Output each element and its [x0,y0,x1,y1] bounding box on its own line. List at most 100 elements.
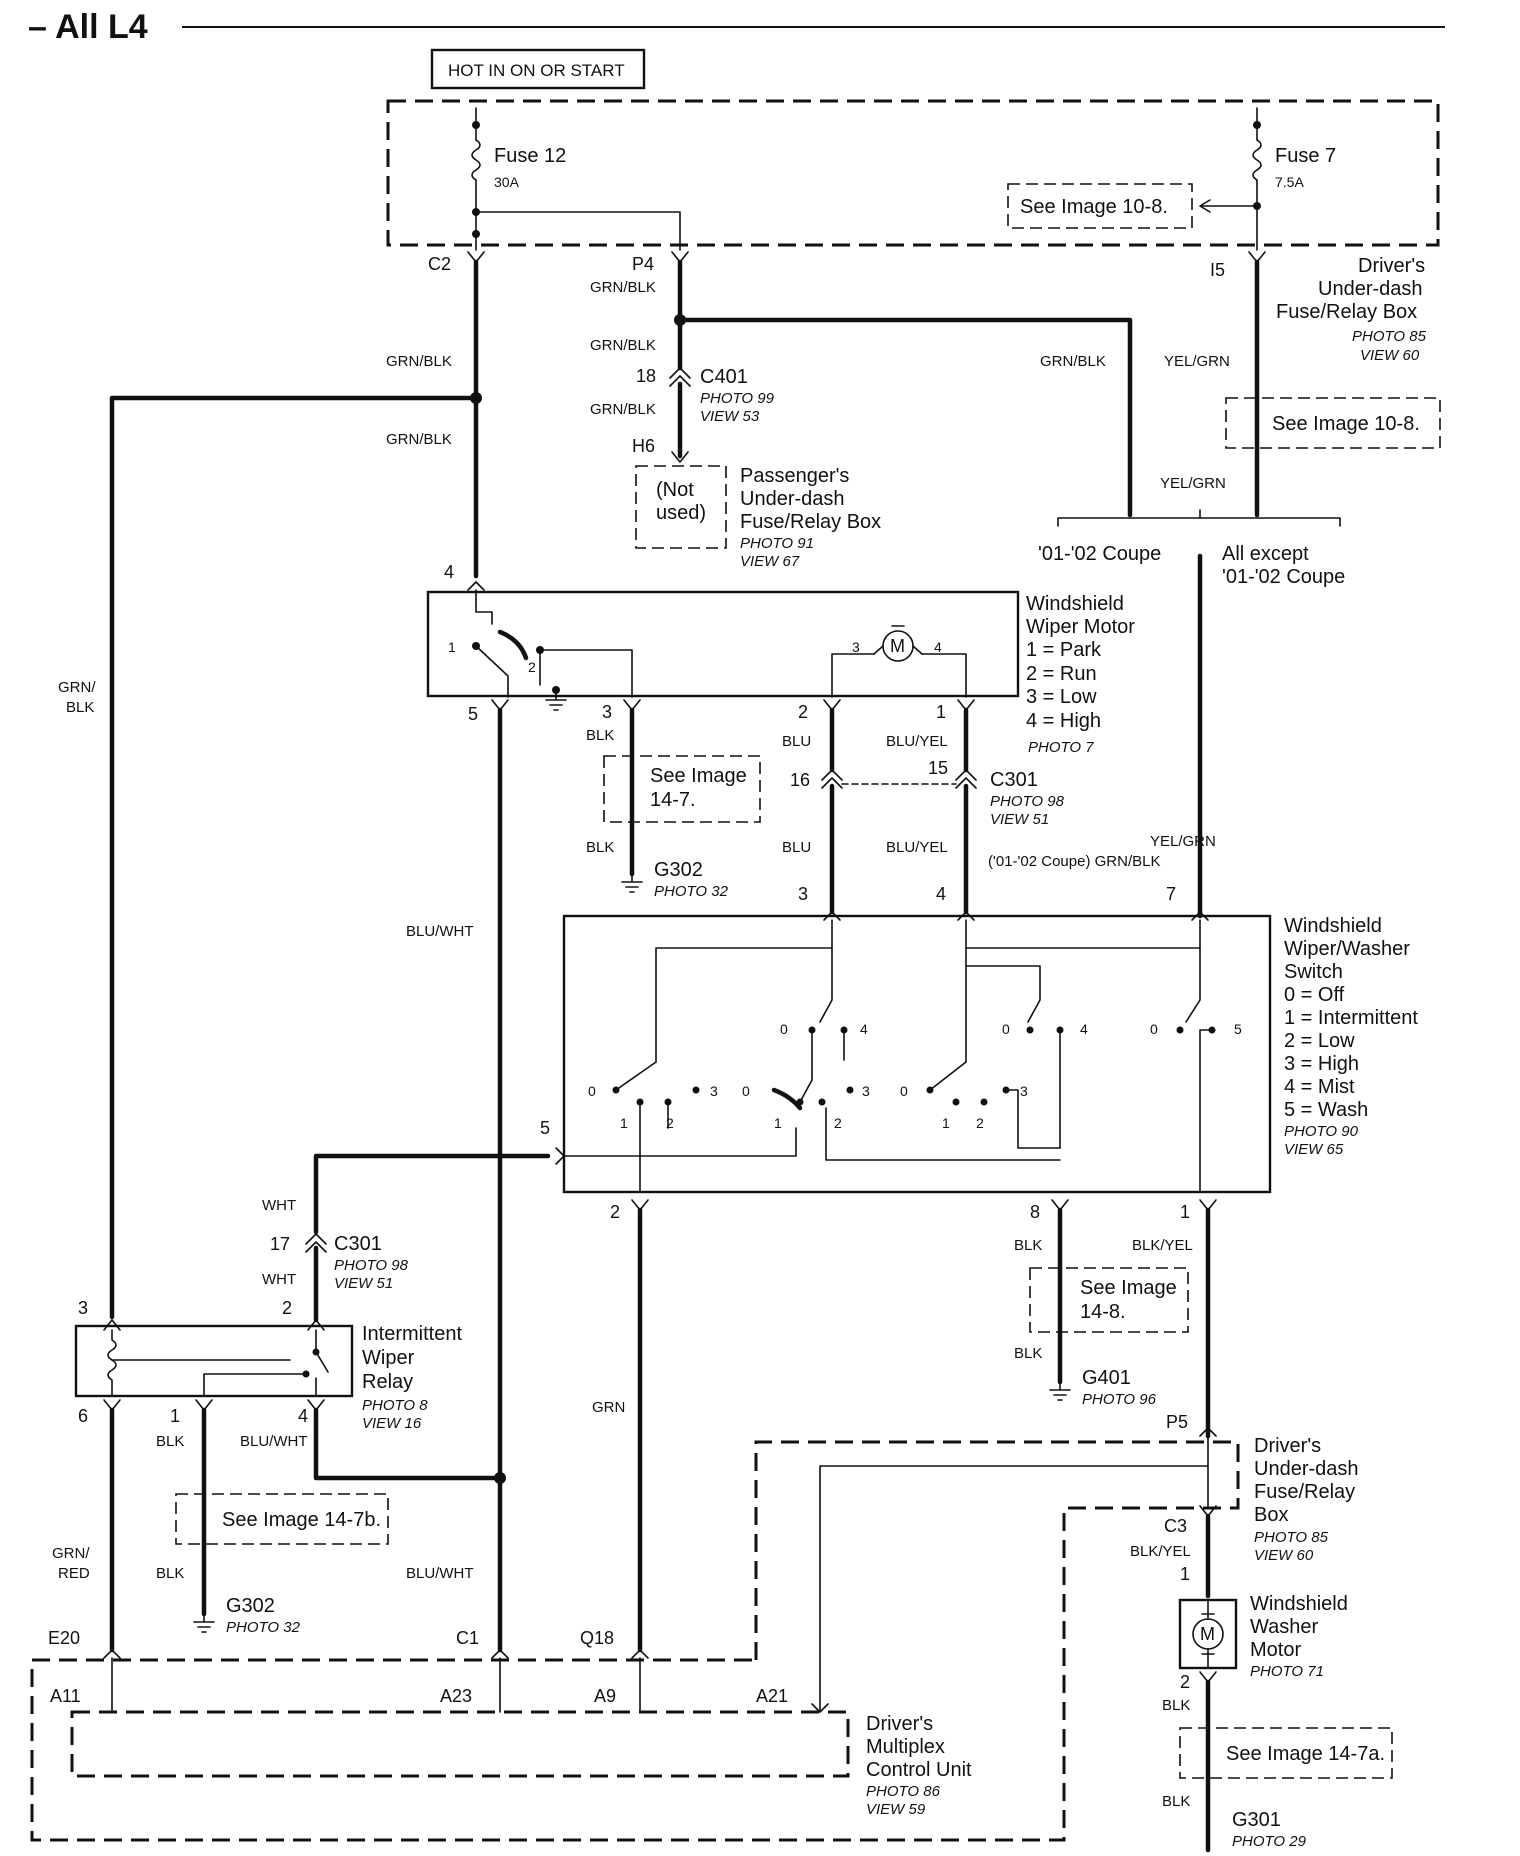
fuse7-ref-arrow [1199,199,1258,213]
connector-s7 [1191,911,1209,921]
connector-q18 [631,1649,649,1659]
wc-wm-a: BLK [1162,1697,1190,1714]
sw-f1: 1 [942,1115,950,1131]
pin-switch-1: 1 [1180,1202,1190,1222]
g401-photo: PHOTO 96 [1082,1391,1157,1408]
pin-relay-3: 3 [78,1298,88,1318]
connector-c401 [669,367,691,387]
g302a-photo: PHOTO 32 [654,883,729,900]
connector-c301-17 [305,1233,327,1253]
wiper-motor-l2: Wiper Motor [1026,616,1135,638]
passenger-box-l3: Fuse/Relay Box [740,511,881,533]
pin-switch-2: 2 [610,1202,620,1222]
c301-top-view: VIEW 51 [990,811,1049,828]
g302b-ground-sym [193,1613,215,1633]
mcu-photo: PHOTO 86 [866,1783,941,1800]
fuse12-symbol [471,139,481,181]
pin-c301-17: 17 [270,1234,290,1254]
driver-box-top-l3: Fuse/Relay Box [1276,301,1417,323]
passenger-box-l1: Passenger's [740,465,849,487]
wiper-motor-s2: 2 = Run [1026,663,1097,685]
ref-14-7-box [603,755,761,823]
sw-e3: 3 [862,1083,870,1099]
driver-box-top-l1: Driver's [1358,255,1425,277]
sw-c5: 5 [1234,1021,1242,1037]
switch-l3: Switch [1284,961,1343,983]
g302b-photo: PHOTO 32 [226,1619,301,1636]
hot-label-box [430,48,646,90]
driver-box-top-l2: Under-dash [1318,278,1423,300]
option-bracket [1057,509,1341,527]
wc-p4-c: GRN/BLK [590,401,656,418]
pin-i5: I5 [1210,260,1225,280]
branch-except-2: '01-'02 Coupe [1222,566,1345,588]
fuse7-rating: 7.5A [1275,174,1304,190]
mcu-view: VIEW 59 [866,1801,926,1818]
driver-box-top-view: VIEW 60 [1360,347,1420,364]
wc-wm-b: BLK [1162,1793,1190,1810]
wire-switch-5-wht [313,1153,551,1323]
g302a-name: G302 [654,859,703,881]
connector-c1 [491,1649,509,1659]
wc-grn-red-1: GRN/ [52,1545,90,1562]
switch-bus-top [655,919,833,1063]
wc-p4-b: GRN/BLK [590,337,656,354]
washer-motor-l1: Windshield [1250,1593,1348,1615]
driver-box-low-l2: Under-dash [1254,1458,1359,1480]
wc-r4: BLU/WHT [240,1433,308,1450]
ref-10-8a: See Image 10-8. [1020,196,1168,218]
wire-p4-to-coupe [677,317,1133,518]
connector-r2 [307,1319,325,1331]
driver-fuse-box-low [30,1440,1240,1842]
switch-s2: 2 = Low [1284,1030,1355,1052]
connector-p5 [1199,1427,1217,1437]
pin-a23: A23 [440,1686,472,1706]
wc-m1-a: BLU/YEL [886,733,948,750]
motor-park-switch [475,645,509,698]
c401-view: VIEW 53 [700,408,760,425]
washer-brushes [1201,1599,1215,1669]
pin-a21: A21 [756,1686,788,1706]
washer-motor-l3: Motor [1250,1639,1301,1661]
switch-l1: Windshield [1284,915,1382,937]
sw-e2: 2 [834,1115,842,1131]
sw-d0: 0 [588,1083,596,1099]
ref-14-8-box [1029,1267,1189,1333]
relay-l2: Wiper [362,1347,415,1369]
sw-c-link [1199,1029,1213,1193]
connector-h6 [671,451,689,463]
driver-box-low-view: VIEW 60 [1254,1547,1314,1564]
wc-c2-b: GRN/BLK [386,431,452,448]
pin-c2: C2 [428,254,451,274]
pin-relay-2: 2 [282,1298,292,1318]
pin-washer-1: 1 [1180,1564,1190,1584]
wiper-motor-l1: Windshield [1026,593,1124,615]
wiper-motor-photo: PHOTO 7 [1028,739,1094,756]
wc-m1-b: BLU/YEL [886,839,948,856]
connector-r3 [103,1319,121,1331]
pin-e20: E20 [48,1628,80,1648]
relay-contact-2 [312,1348,320,1356]
wc-m2-b: BLU [782,839,811,856]
switch-s5: 5 = Wash [1284,1099,1368,1121]
c301-top-name: C301 [990,769,1038,791]
wc-c1: BLU/WHT [406,1565,474,1582]
branch-except-1: All except [1222,543,1309,565]
ref-14-7b: See Image 14-7b. [222,1509,381,1531]
fuse12-rating: 30A [494,174,520,190]
switch-cross-mid [965,965,1041,1023]
sw-f-leads [1005,1089,1061,1149]
sw-e1: 1 [774,1115,782,1131]
mcu-feeds [111,1657,641,1713]
motor-run-trace [539,649,633,698]
c301-low-view: VIEW 51 [334,1275,393,1292]
mcu-l3: Control Unit [866,1759,972,1781]
relay-coil [107,1329,117,1397]
sw-a0: 0 [780,1021,788,1037]
fuse12-node-low [472,230,480,238]
pin-motor-2: 2 [798,702,808,722]
sw-f-c2 [980,1098,988,1106]
ref-14-8-l1: See Image [1080,1277,1177,1299]
relay-photo: PHOTO 8 [362,1397,428,1414]
motor-brushes [873,625,923,655]
